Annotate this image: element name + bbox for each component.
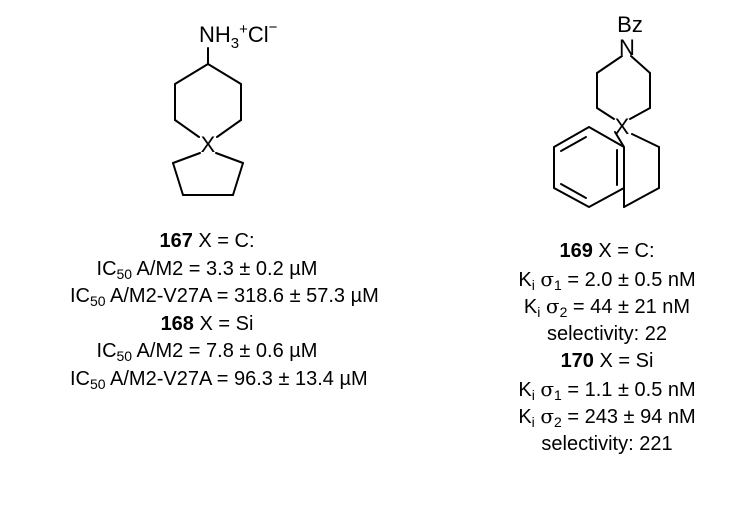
caption-line: 168 X = Si bbox=[160, 312, 254, 335]
caption-169-170: 169 X = C: Ki σ1 = 2.0 ± 0.5 nM Ki σ2 = … bbox=[470, 238, 744, 458]
cyclohexene-ring bbox=[614, 131, 660, 208]
right-center-atom: X bbox=[615, 114, 630, 139]
caption-167-168: 167 X = C: IC50 A/M2 = 3.3 ± 0.2 µM IC50… bbox=[70, 228, 379, 393]
caption-line: 170 X = Si bbox=[560, 350, 654, 372]
caption-line: Ki σ2 = 243 ± 94 nM bbox=[518, 404, 696, 430]
caption-line: IC50 A/M2 = 3.3 ± 0.2 µM bbox=[96, 257, 318, 282]
caption-line: IC50 A/M2-V27A = 96.3 ± 13.4 µM bbox=[70, 367, 368, 392]
caption-line: IC50 A/M2-V27A = 318.6 ± 57.3 µM bbox=[70, 285, 379, 309]
nitrogen-atom: N bbox=[619, 35, 635, 60]
caption-line: Ki σ1 = 1.1 ± 0.5 nM bbox=[518, 376, 696, 403]
caption-line: Ki σ1 = 2.0 ± 0.5 nM bbox=[518, 266, 696, 293]
piperidine-ring bbox=[596, 55, 651, 120]
caption-line: 169 X = C: bbox=[559, 240, 655, 262]
caption-line: selectivity: 22 bbox=[546, 322, 668, 345]
cyclohexane-ring bbox=[174, 47, 242, 138]
benzoyl-label: Bz bbox=[617, 12, 643, 37]
cyclopentane-ring bbox=[172, 152, 244, 196]
benzene-ring bbox=[553, 126, 625, 208]
left-center-atom: X bbox=[201, 132, 216, 157]
caption-line: selectivity: 221 bbox=[541, 432, 673, 455]
left-substituent: NH3+Cl− bbox=[199, 19, 278, 52]
caption-line: Ki σ2 = 44 ± 21 nM bbox=[523, 294, 691, 320]
caption-line: IC50 A/M2 = 7.8 ± 0.6 µM bbox=[96, 340, 318, 364]
caption-line: 167 X = C: bbox=[159, 230, 255, 252]
